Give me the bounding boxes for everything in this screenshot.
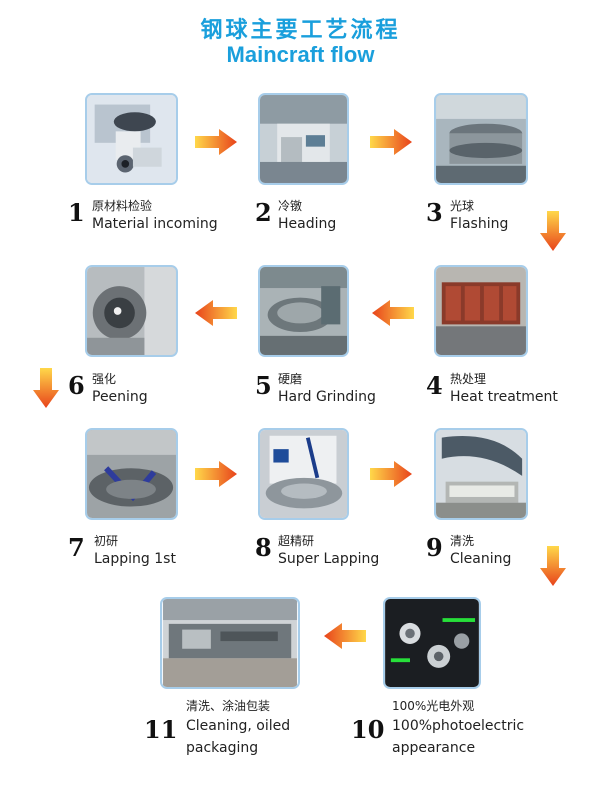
photo-super-lapping (258, 428, 349, 520)
step-label-cn: 清洗、涂油包装 (186, 699, 271, 713)
step-label-cn: 100%光电外观 (392, 699, 475, 713)
step-number: 9 (426, 533, 443, 562)
step-label-en-line2: packaging (186, 740, 259, 756)
arrow-left-icon (372, 300, 414, 326)
step-label-cn: 原材料检验 (92, 199, 153, 213)
photo-material-incoming (85, 93, 178, 185)
step-number: 5 (255, 371, 272, 400)
photo-hard-grinding (258, 265, 349, 357)
step-label-en-line2: appearance (392, 740, 476, 756)
arrow-down-icon (33, 368, 59, 408)
step-number: 10 (351, 715, 385, 744)
step-label-en: Peening (92, 389, 148, 405)
arrow-down-icon (540, 546, 566, 586)
step-label-en: Heat treatment (450, 389, 558, 405)
arrow-left-icon (324, 623, 366, 649)
step-label-en: Cleaning, oiled (186, 718, 291, 734)
step-label-en: Cleaning (450, 551, 512, 567)
arrow-right-icon (370, 461, 412, 487)
photo-photoelectric-appearance (383, 597, 481, 689)
photo-lapping-1st (85, 428, 178, 520)
step-number: 1 (68, 198, 85, 227)
page-title-chinese: 钢球主要工艺流程 (200, 18, 401, 43)
step-label-cn: 初研 (94, 534, 119, 548)
step-label-en: 100%photoelectric (392, 718, 525, 734)
step-number: 4 (426, 371, 443, 400)
page-title-english: Maincraft flow (226, 42, 375, 67)
step-label-en: Hard Grinding (278, 389, 376, 405)
step-label-en: Material incoming (92, 216, 218, 232)
photo-cleaning (434, 428, 528, 520)
arrow-right-icon (195, 461, 237, 487)
step-label-cn: 超精研 (278, 534, 315, 548)
photo-heat-treatment (434, 265, 528, 357)
step-label-en: Super Lapping (278, 551, 380, 567)
step-label-cn: 强化 (92, 372, 117, 386)
arrow-left-icon (195, 300, 237, 326)
photo-flashing (434, 93, 528, 185)
step-label-cn: 冷镦 (278, 199, 303, 213)
photo-peening (85, 265, 178, 357)
step-number: 7 (68, 533, 85, 562)
step-number: 8 (255, 533, 272, 562)
arrow-right-icon (195, 129, 237, 155)
step-number: 2 (255, 198, 272, 227)
step-number: 6 (68, 371, 85, 400)
step-label-cn: 光球 (450, 199, 475, 213)
photo-cleaning-oiled-packaging (160, 597, 300, 689)
step-label-en: Heading (278, 216, 337, 232)
step-label-en: Flashing (450, 216, 509, 232)
arrow-down-icon (540, 211, 566, 251)
step-label-cn: 热处理 (450, 372, 487, 386)
step-label-cn: 清洗 (450, 534, 475, 548)
arrow-right-icon (370, 129, 412, 155)
step-label-cn: 硬磨 (278, 372, 303, 386)
step-label-en: Lapping 1st (94, 551, 176, 567)
step-number: 11 (144, 715, 178, 744)
photo-heading (258, 93, 349, 185)
step-number: 3 (426, 198, 443, 227)
